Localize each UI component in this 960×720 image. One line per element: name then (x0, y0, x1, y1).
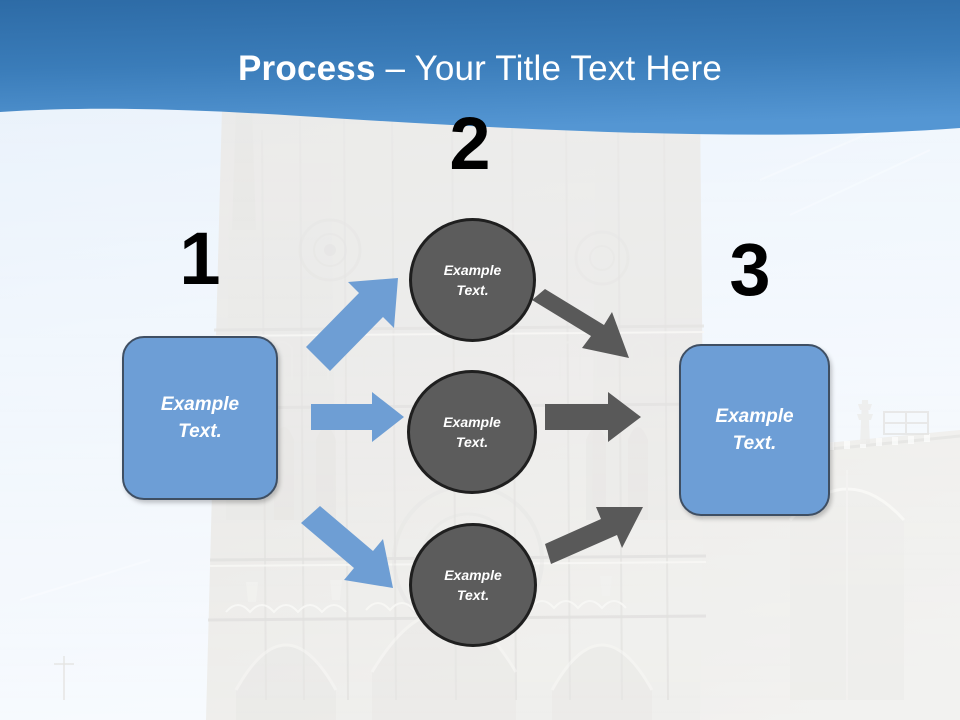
process-circle-top-line2: Text. (456, 282, 489, 298)
process-box-right-line2: Text. (732, 433, 777, 454)
process-circle-bottom-line2: Text. (456, 587, 490, 603)
title-light-part: – Your Title Text Here (375, 49, 722, 88)
title-bold-part: Process (238, 49, 376, 88)
process-circle-middle[interactable]: Example Text. (407, 370, 537, 494)
process-circle-bottom-line1: Example (444, 567, 502, 583)
process-circle-top[interactable]: Example Text. (409, 218, 536, 342)
process-box-left-line1: Example (160, 394, 240, 415)
process-box-left-line2: Text. (178, 421, 222, 442)
step-number-1: 1 (179, 217, 221, 300)
process-box-right-line1: Example (715, 406, 794, 427)
process-box-left[interactable]: Example Text. (122, 336, 278, 500)
step-number-3: 3 (729, 228, 771, 311)
process-circle-top-line1: Example (443, 262, 502, 278)
process-circle-bottom[interactable]: Example Text. (409, 523, 537, 647)
page-title: Process – Your Title Text Here (0, 48, 960, 90)
process-circle-middle-line2: Text. (455, 434, 489, 450)
process-circle-middle-line1: Example (443, 414, 501, 430)
process-box-right[interactable]: Example Text. (679, 344, 830, 516)
step-number-2: 2 (449, 102, 491, 185)
title-band (0, 0, 960, 135)
